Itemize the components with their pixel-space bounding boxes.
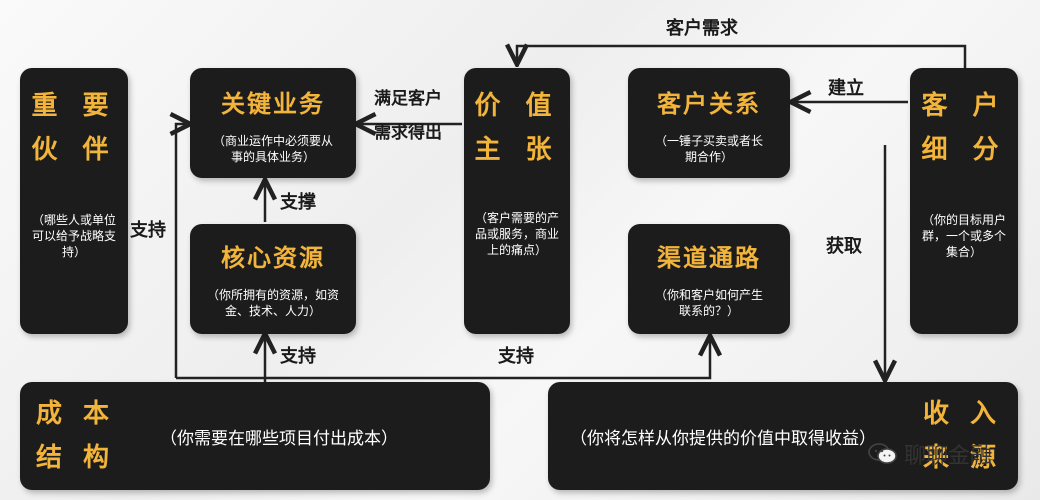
key-partners-desc: （哪些人或单位可以给予战略支持） [32, 213, 117, 259]
label-build: 建立 [828, 78, 864, 99]
cost-structure-box: 成 本 结 构 （你需要在哪些项目付出成本） [20, 382, 490, 490]
wechat-icon [868, 443, 897, 464]
revenue-streams-box: 收 入 来 源 （你将怎样从你提供的价值中取得收益） [548, 382, 1018, 490]
value-proposition-title: 价 值 主 张 [474, 91, 560, 165]
watermark-text: 聊聊金融 [904, 444, 993, 469]
revenue-streams-desc: （你将怎样从你提供的价值中取得收益） [570, 429, 876, 449]
watermark: 聊聊金融 [868, 438, 992, 470]
cost-structure-title: 成 本 结 构 [36, 399, 116, 473]
cost-structure-desc: （你需要在哪些项目付出成本） [160, 429, 398, 449]
value-proposition-desc: （客户需要的产品或服务，商业上的痛点） [474, 211, 559, 257]
arrow-customer-demand [517, 46, 967, 68]
key-partners-title: 重 要 伙 伴 [31, 91, 117, 165]
key-partners-box: 重 要 伙 伴 （哪些人或单位可以给予战略支持） [20, 68, 128, 334]
channels-box: 渠道通路 （你和客户如何产生联系的？） [628, 224, 790, 334]
customer-relationships-box: 客户关系 （一锤子买卖或者长期合作） [628, 68, 790, 178]
key-activities-box: 关键业务 （商业运作中必须要从事的具体业务） [190, 68, 356, 178]
arrow-bottom-line [176, 338, 710, 380]
customer-segments-box: 客 户 细 分 （你的目标用户群，一个或多个集合） [910, 68, 1018, 334]
channels-desc: （你和客户如何产生联系的？） [654, 288, 763, 318]
label-support-middle: 支撑 [280, 192, 316, 213]
customer-relationships-title: 客户关系 [657, 90, 761, 118]
arrow-support-left [176, 124, 188, 378]
customer-relationships-desc: （一锤子买卖或者长期合作） [654, 134, 763, 164]
customer-segments-title: 客 户 细 分 [921, 91, 1007, 165]
key-activities-title: 关键业务 [221, 90, 325, 118]
key-resources-title: 核心资源 [221, 244, 325, 272]
label-satisfy-1: 满足客户 [374, 89, 442, 109]
customer-segments-desc: （你的目标用户群，一个或多个集合） [922, 213, 1007, 259]
key-resources-box: 核心资源 （你所拥有的资源，如资金、技术、人力） [190, 224, 356, 334]
key-resources-desc: （你所拥有的资源，如资金、技术、人力） [206, 288, 339, 318]
label-obtain: 获取 [826, 236, 862, 257]
key-activities-desc: （商业运作中必须要从事的具体业务） [212, 134, 333, 164]
revenue-streams-title: 收 入 来 源 [922, 399, 1002, 473]
label-customer-demand: 客户需求 [666, 18, 738, 39]
channels-title: 渠道通路 [657, 244, 761, 272]
label-support-bottom-center: 支持 [498, 346, 534, 367]
label-support-left: 支持 [130, 220, 166, 241]
label-support-bottom-left: 支持 [280, 346, 316, 367]
value-proposition-box: 价 值 主 张 （客户需要的产品或服务，商业上的痛点） [464, 68, 570, 334]
label-satisfy-2: 需求得出 [374, 123, 442, 143]
